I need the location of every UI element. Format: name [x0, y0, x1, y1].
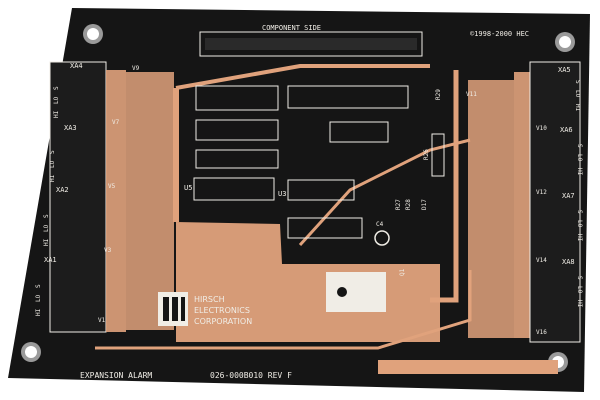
ic-footprint-u3: [287, 179, 355, 201]
ic-footprint-3: [195, 119, 279, 141]
designator-q1: Q1: [399, 268, 406, 276]
pin-label: LO: [576, 220, 583, 228]
resistor-r26: [431, 133, 445, 177]
ic-footprint-bottom: [287, 217, 363, 239]
ic-footprint-small: [329, 121, 389, 143]
mounting-hole-bottom-left: [21, 342, 41, 362]
right-pin-labels-3: S LO HI: [576, 210, 583, 242]
brand-line-1: HIRSCH: [194, 295, 225, 304]
left-connector-label-2: XA3: [64, 124, 77, 132]
pin-label: HI: [576, 234, 583, 242]
left-v-label-4: V1: [98, 317, 106, 324]
brand-logo: [158, 292, 188, 326]
pin-label: HI: [576, 300, 583, 308]
footer-part-number: 026-000B010 REV F: [210, 371, 292, 380]
left-pin-labels-3: HI LO S: [43, 214, 50, 246]
pin-label: S: [576, 210, 583, 214]
pin-label: HI: [43, 238, 50, 246]
pin-label: LO: [574, 90, 581, 98]
left-terminal-block: [49, 61, 126, 333]
designator-d17: D17: [421, 199, 428, 210]
left-pin-labels-2: HI LO S: [49, 150, 56, 182]
designator-c4: C4: [376, 221, 384, 228]
right-connector-label-3: XA7: [562, 192, 575, 200]
left-v-label-3: V3: [104, 247, 112, 254]
copper-bus-top: [175, 64, 430, 90]
left-connector-label-1: XA4: [70, 62, 83, 70]
copper-bottom-stripe: [378, 360, 558, 374]
brand-line-2: ELECTRONICS: [194, 306, 250, 315]
right-connector-label-1: XA5: [558, 66, 571, 74]
right-terminal-block: [514, 61, 581, 343]
pin-label: S: [35, 284, 42, 288]
right-v-label-1: V10: [536, 125, 547, 132]
ic-footprint-u5: [193, 177, 275, 201]
ic-footprint-1: [195, 85, 279, 111]
pin-label: HI: [53, 110, 60, 118]
pin-label: LO: [35, 294, 42, 302]
pin-label: LO: [49, 160, 56, 168]
pin-label: HI: [574, 104, 581, 112]
component-side-label: COMPONENT SIDE: [262, 24, 321, 32]
regulator-heatsink: [326, 272, 386, 312]
left-connector-label-4: XA1: [44, 256, 57, 264]
designator-u3: U3: [278, 190, 286, 198]
right-v-label-3: V14: [536, 257, 547, 264]
pin-label: LO: [576, 154, 583, 162]
pin-label: S: [574, 80, 581, 84]
right-v-label-2: V12: [536, 189, 547, 196]
pin-label: S: [49, 150, 56, 154]
ic-footprint-4: [195, 149, 279, 169]
left-pin-labels-1: HI LO S: [53, 86, 60, 118]
pin-label: HI: [35, 308, 42, 316]
copper-bus-right: [430, 70, 459, 303]
ic-footprint-2: [287, 85, 409, 109]
right-pin-labels-1: S LO HI: [574, 80, 581, 112]
pin-label: LO: [43, 224, 50, 232]
mounting-hole-top-right: [555, 32, 575, 52]
pin-label: S: [576, 144, 583, 148]
right-v-label-4: V16: [536, 329, 547, 336]
left-pin-labels-4: HI LO S: [35, 284, 42, 316]
left-v-label-1: V7: [112, 119, 120, 126]
right-resistor-bank: [468, 80, 514, 338]
left-connector-label-3: XA2: [56, 186, 69, 194]
right-connector-label-4: XA8: [562, 258, 575, 266]
pin-label: S: [53, 86, 60, 90]
right-pin-labels-2: S LO HI: [576, 144, 583, 176]
copyright-text: ©1998-2000 HEC: [470, 30, 529, 38]
capacitor-c4: [374, 230, 390, 246]
pin-label: HI: [49, 174, 56, 182]
pin-label: LO: [576, 286, 583, 294]
footer-product-name: EXPANSION ALARM: [80, 371, 152, 380]
pin-label: HI: [576, 168, 583, 176]
designator-r28: R28: [405, 199, 412, 210]
left-v-label-2: V5: [108, 183, 116, 190]
designator-r26: R26: [423, 149, 430, 160]
pin-label: S: [576, 276, 583, 280]
mounting-hole-top-left: [83, 24, 103, 44]
designator-v9: V9: [132, 65, 140, 72]
pin-label: S: [43, 214, 50, 218]
right-connector-label-2: XA6: [560, 126, 573, 134]
designator-v11: V11: [466, 91, 477, 98]
left-resistor-bank: [126, 72, 174, 330]
designator-r29: R29: [435, 89, 442, 100]
brand-line-3: CORPORATION: [194, 317, 252, 326]
top-header-connector: [199, 31, 423, 57]
designator-u5: U5: [184, 184, 192, 192]
pin-label: LO: [53, 96, 60, 104]
right-pin-labels-4: S LO HI: [576, 276, 583, 308]
designator-r27: R27: [395, 199, 402, 210]
